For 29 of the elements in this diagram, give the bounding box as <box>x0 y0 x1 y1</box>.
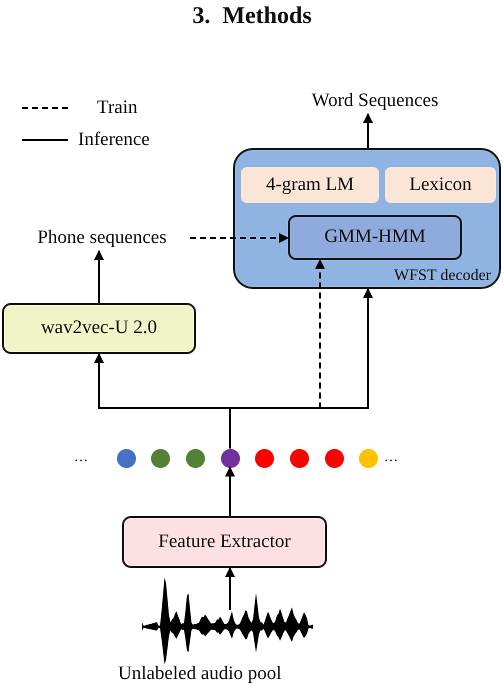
node-caption: Unlabeled audio pool <box>118 664 282 685</box>
feature-dot <box>359 448 378 468</box>
arrow <box>94 250 104 303</box>
legend-label: Inference <box>78 129 150 151</box>
process-box: wav2vec-U 2.0 <box>2 303 196 354</box>
ellipsis: … <box>384 451 399 465</box>
component-box: Lexicon <box>385 167 496 203</box>
decoder-box <box>233 148 501 289</box>
arrow <box>225 466 235 516</box>
feature-dot <box>255 448 274 468</box>
component-box: 4-gram LM <box>241 167 379 203</box>
output-label: Word Sequences <box>286 88 464 114</box>
arrow <box>229 288 373 448</box>
feature-dot <box>151 448 170 468</box>
arrow <box>225 567 235 610</box>
feature-dot <box>220 448 240 468</box>
process-box: Feature Extractor <box>122 516 327 568</box>
arrow <box>363 113 373 148</box>
ellipsis: … <box>74 451 89 465</box>
output-label: Phone sequences <box>14 226 190 251</box>
feature-dot <box>290 448 309 468</box>
arrow <box>190 233 289 243</box>
legend-label: Train <box>97 97 138 119</box>
process-box: GMM-HMM <box>288 215 462 260</box>
feature-dot <box>186 448 205 468</box>
title: 3. Methods <box>191 2 313 31</box>
box-label: WFST decoder <box>394 267 491 285</box>
feature-dot <box>116 448 136 468</box>
feature-dot <box>324 448 344 468</box>
